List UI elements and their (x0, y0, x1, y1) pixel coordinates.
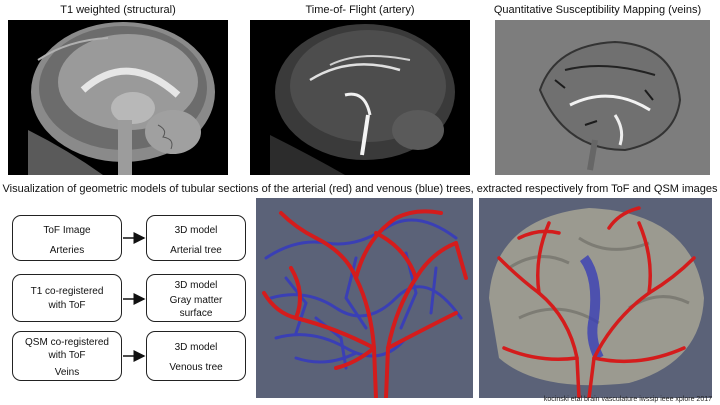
t1-mri-image (8, 20, 228, 175)
qsm-caption: Quantitative Susceptibility Mapping (vei… (493, 4, 702, 16)
vessel-tree-render (256, 198, 473, 398)
input-box-qsm: QSM co-registered with ToF Veins (12, 331, 122, 381)
input-box-tof: ToF Image Arteries (12, 215, 122, 261)
input-box-t1-line2: with ToF (48, 300, 86, 311)
input-box-qsm-line2: with ToF (48, 350, 86, 361)
input-box-qsm-line3: Veins (54, 367, 80, 378)
tof-caption: Time-of- Flight (artery) (305, 4, 415, 16)
output-box-arterial-line1: 3D model (174, 225, 218, 236)
credit-text: kocinski etal brain vasculature iwssip i… (543, 396, 712, 403)
output-box-gray-line1: 3D model (174, 280, 218, 291)
output-box-venous-line2: Venous tree (169, 362, 223, 373)
input-box-tof-line1: ToF Image (43, 225, 91, 236)
output-box-gray-matter: 3D model Gray matter surface (146, 274, 246, 322)
input-box-t1-line1: T1 co-registered (30, 286, 104, 297)
output-box-gray-line2: Gray matter (169, 295, 223, 306)
qsm-image (495, 20, 710, 175)
output-box-arterial-tree: 3D model Arterial tree (146, 215, 246, 261)
output-box-venous-tree: 3D model Venous tree (146, 331, 246, 381)
output-box-arterial-line2: Arterial tree (170, 245, 222, 256)
t1-caption: T1 weighted (structural) (60, 4, 176, 16)
input-box-qsm-line1: QSM co-registered (25, 337, 109, 348)
visualization-caption: Visualization of geometric models of tub… (2, 183, 718, 195)
tof-mri-image (250, 20, 470, 175)
cortex-surface-render (479, 198, 712, 398)
output-box-gray-line3: surface (179, 308, 213, 319)
flow-arrows (123, 232, 146, 362)
input-box-t1: T1 co-registered with ToF (12, 274, 122, 322)
output-box-venous-line1: 3D model (174, 342, 218, 353)
input-box-tof-line2: Arteries (49, 245, 85, 256)
